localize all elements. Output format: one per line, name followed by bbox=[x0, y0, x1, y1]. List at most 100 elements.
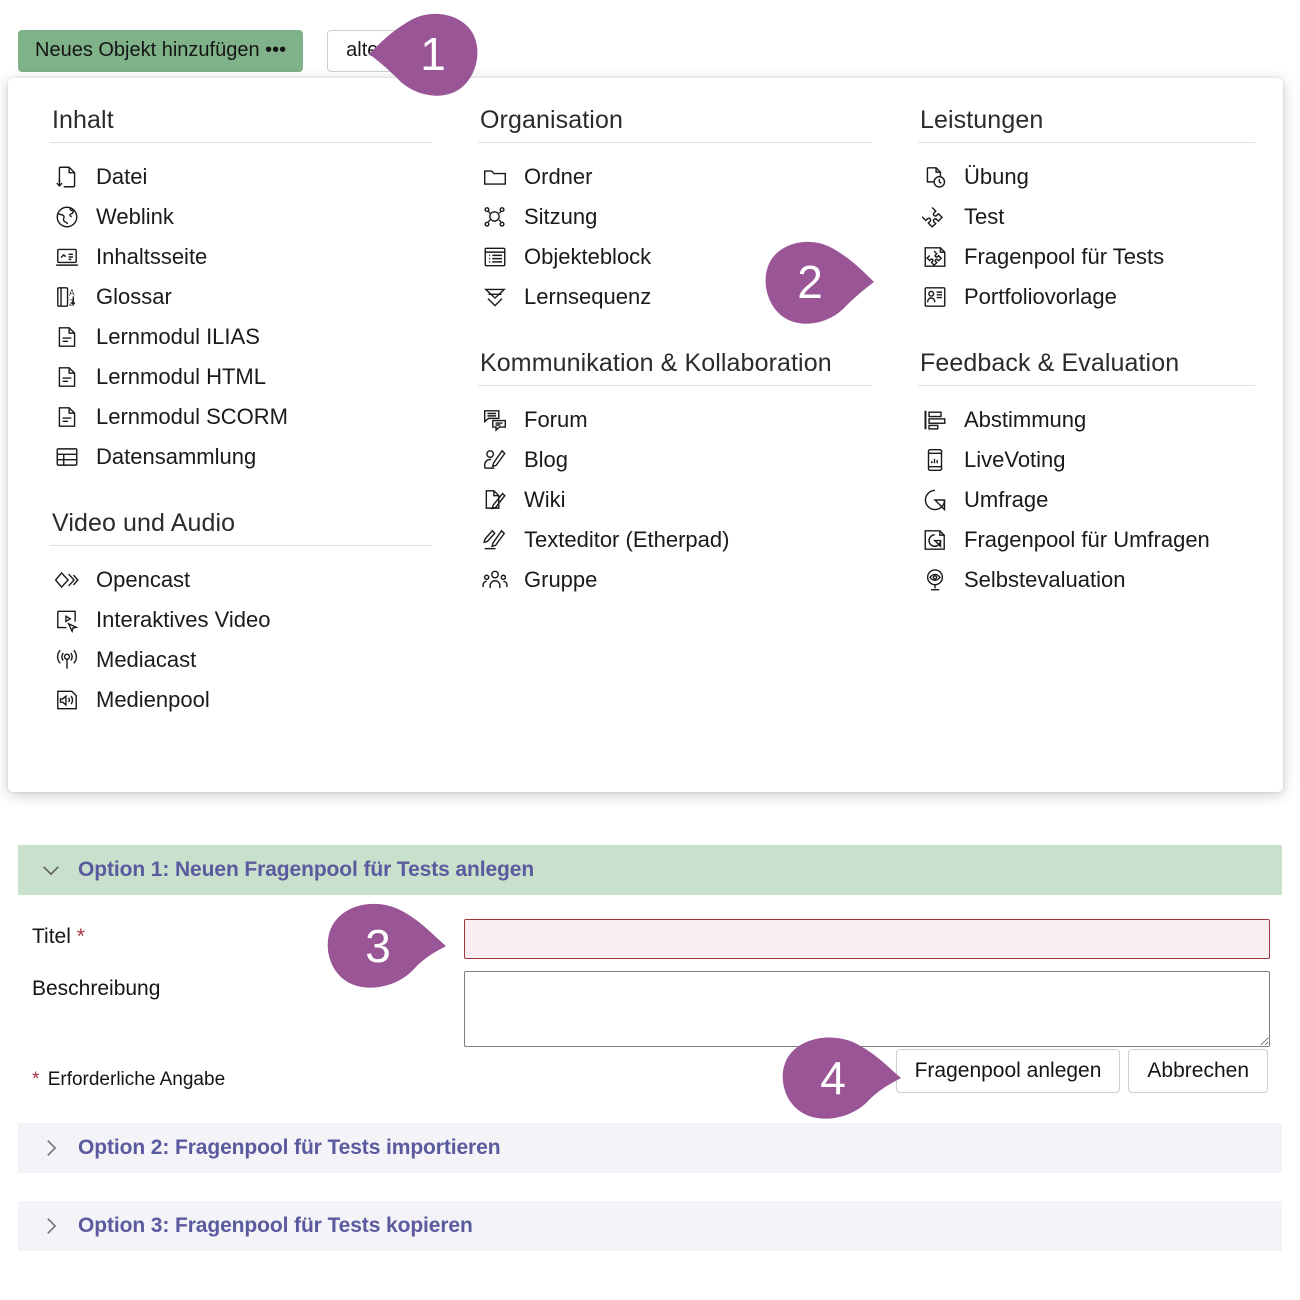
menu-item-datensammlung[interactable]: Datensammlung bbox=[50, 437, 432, 477]
description-input[interactable] bbox=[464, 971, 1270, 1047]
menu-item-wiki[interactable]: Wiki bbox=[478, 480, 872, 520]
divider bbox=[478, 385, 872, 386]
menu-item-portfoliovorlage[interactable]: Portfoliovorlage bbox=[918, 277, 1255, 317]
table-grid-icon bbox=[52, 442, 82, 472]
dropdown-column-content: Inhalt Datei Weblink Inhaltsseite bbox=[8, 104, 460, 792]
menu-item-selbstevaluation[interactable]: Selbstevaluation bbox=[918, 560, 1255, 600]
menu-item-test[interactable]: Test bbox=[918, 197, 1255, 237]
menu-item-label: Datensammlung bbox=[96, 443, 257, 469]
survey-pie-icon bbox=[920, 485, 950, 515]
manage-button[interactable]: alten bbox=[327, 30, 409, 72]
wiki-page-pen-icon bbox=[480, 485, 510, 515]
poll-bars-icon bbox=[920, 405, 950, 435]
group-feedback-evaluation: Feedback & Evaluation Abstimmung LiveVot… bbox=[918, 347, 1255, 600]
menu-item-label: Objekteblock bbox=[524, 243, 652, 269]
menu-item-label: Fragenpool für Umfragen bbox=[964, 526, 1210, 552]
etherpad-pen-icon bbox=[480, 525, 510, 555]
group-organisation: Organisation Ordner Sitzung Objekteblock bbox=[478, 104, 872, 317]
exercise-clock-icon bbox=[920, 162, 950, 192]
menu-item-label: Selbstevaluation bbox=[964, 566, 1126, 592]
cancel-button[interactable]: Abbrechen bbox=[1128, 1049, 1268, 1094]
accordion-header-option-1[interactable]: Option 1: Neuen Fragenpool für Tests anl… bbox=[18, 845, 1282, 895]
session-nodes-icon bbox=[480, 202, 510, 232]
menu-item-lernmodul-ilias[interactable]: Lernmodul ILIAS bbox=[50, 317, 432, 357]
menu-item-fragenpool-fuer-umfragen[interactable]: Fragenpool für Umfragen bbox=[918, 520, 1255, 560]
globe-link-icon bbox=[52, 202, 82, 232]
test-puzzle-icon bbox=[920, 202, 950, 232]
required-note-text: Erforderliche Angabe bbox=[47, 1069, 226, 1090]
menu-item-label: Test bbox=[964, 203, 1005, 229]
accordion-header-option-2[interactable]: Option 2: Fragenpool für Tests importier… bbox=[18, 1123, 1282, 1173]
chevron-right-icon bbox=[40, 1137, 62, 1159]
menu-item-label: Texteditor (Etherpad) bbox=[524, 526, 730, 552]
description-row: Beschreibung bbox=[18, 971, 1282, 1047]
accordion-title: Option 1: Neuen Fragenpool für Tests anl… bbox=[78, 858, 535, 881]
menu-item-texteditor-etherpad[interactable]: Texteditor (Etherpad) bbox=[478, 520, 872, 560]
menu-item-label: Übung bbox=[964, 163, 1029, 189]
menu-item-label: Datei bbox=[96, 163, 148, 189]
group-people-icon bbox=[480, 565, 510, 595]
menu-item-fragenpool-fuer-tests[interactable]: Fragenpool für Tests bbox=[918, 237, 1255, 277]
menu-item-lernmodul-scorm[interactable]: Lernmodul SCORM bbox=[50, 397, 432, 437]
object-block-list-icon bbox=[480, 242, 510, 272]
menu-item-mediacast[interactable]: Mediacast bbox=[50, 640, 432, 680]
group-title: Feedback & Evaluation bbox=[920, 349, 1180, 377]
menu-item-uebung[interactable]: Übung bbox=[918, 157, 1255, 197]
menu-item-forum[interactable]: Forum bbox=[478, 400, 872, 440]
group-inhalt: Inhalt Datei Weblink Inhaltsseite bbox=[50, 104, 432, 477]
menu-item-sitzung[interactable]: Sitzung bbox=[478, 197, 872, 237]
menu-item-label: Lernsequenz bbox=[524, 283, 652, 309]
menu-item-label: Lernmodul SCORM bbox=[96, 403, 288, 429]
menu-item-lernmodul-html[interactable]: Lernmodul HTML bbox=[50, 357, 432, 397]
menu-item-inhaltsseite[interactable]: Inhaltsseite bbox=[50, 237, 432, 277]
menu-item-label: Fragenpool für Tests bbox=[964, 243, 1165, 269]
title-label: Titel * bbox=[18, 919, 464, 949]
menu-item-label: Mediacast bbox=[96, 646, 197, 672]
menu-item-weblink[interactable]: Weblink bbox=[50, 197, 432, 237]
menu-item-label: Blog bbox=[524, 446, 569, 472]
group-title: Leistungen bbox=[920, 106, 1044, 134]
title-row: Titel * bbox=[18, 919, 1282, 959]
file-download-icon bbox=[52, 162, 82, 192]
accordion-title: Option 3: Fragenpool für Tests kopieren bbox=[78, 1214, 473, 1237]
menu-item-umfrage[interactable]: Umfrage bbox=[918, 480, 1255, 520]
menu-item-lernsequenz[interactable]: Lernsequenz bbox=[478, 277, 872, 317]
learning-module-icon bbox=[52, 322, 82, 352]
menu-item-label: Medienpool bbox=[96, 686, 210, 712]
menu-item-abstimmung[interactable]: Abstimmung bbox=[918, 400, 1255, 440]
add-object-button[interactable]: Neues Objekt hinzufügen ••• bbox=[18, 30, 304, 72]
divider bbox=[918, 385, 1255, 386]
menu-item-medienpool[interactable]: Medienpool bbox=[50, 680, 432, 720]
menu-item-label: Forum bbox=[524, 406, 588, 432]
menu-item-livevoting[interactable]: LiveVoting bbox=[918, 440, 1255, 480]
menu-item-opencast[interactable]: Opencast bbox=[50, 560, 432, 600]
blog-person-pen-icon bbox=[480, 445, 510, 475]
mediacast-broadcast-icon bbox=[52, 645, 82, 675]
divider bbox=[50, 142, 432, 143]
title-input[interactable] bbox=[464, 919, 1270, 959]
accordion-title: Option 2: Fragenpool für Tests importier… bbox=[78, 1136, 501, 1159]
marker-number: 1 bbox=[420, 28, 446, 80]
create-question-pool-button[interactable]: Fragenpool anlegen bbox=[895, 1049, 1121, 1094]
menu-item-interaktives-video[interactable]: Interaktives Video bbox=[50, 600, 432, 640]
required-asterisk: * bbox=[76, 925, 85, 948]
group-title: Video und Audio bbox=[52, 509, 236, 537]
learning-module-icon bbox=[52, 362, 82, 392]
folder-icon bbox=[480, 162, 510, 192]
menu-item-datei[interactable]: Datei bbox=[50, 157, 432, 197]
menu-item-label: Interaktives Video bbox=[96, 606, 271, 632]
title-label-text: Titel bbox=[32, 925, 71, 948]
dropdown-column-organisation: Organisation Ordner Sitzung Objekteblock bbox=[460, 104, 900, 792]
menu-item-label: Gruppe bbox=[524, 566, 598, 592]
portfolio-template-icon bbox=[920, 282, 950, 312]
self-evaluation-eye-icon bbox=[920, 565, 950, 595]
group-title: Kommunikation & Kollaboration bbox=[480, 349, 832, 377]
menu-item-ordner[interactable]: Ordner bbox=[478, 157, 872, 197]
menu-item-gruppe[interactable]: Gruppe bbox=[478, 560, 872, 600]
menu-item-objekteblock[interactable]: Objekteblock bbox=[478, 237, 872, 277]
accordion-header-option-3[interactable]: Option 3: Fragenpool für Tests kopieren bbox=[18, 1201, 1282, 1251]
question-pool-surveys-icon bbox=[920, 525, 950, 555]
menu-item-blog[interactable]: Blog bbox=[478, 440, 872, 480]
